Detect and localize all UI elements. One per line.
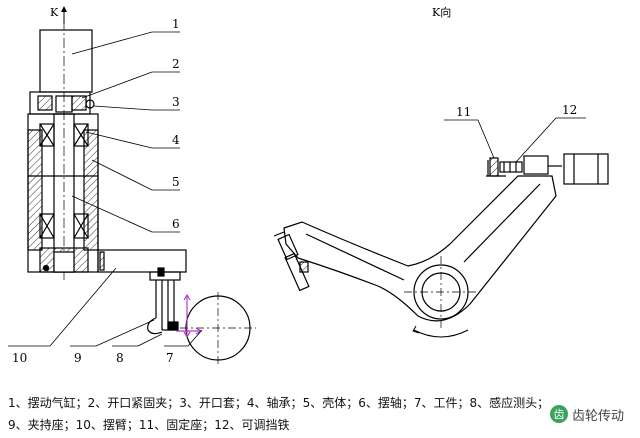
callout-4: 4 (172, 133, 180, 147)
k-view: K向 (273, 5, 609, 338)
legend-item-1: 1、摆动气缸； (8, 396, 88, 410)
adjustable-stop (499, 155, 562, 175)
legend-item-9: 9、夹持座； (8, 418, 76, 432)
watermark: 齿 齿轮传动 (549, 404, 624, 424)
watermark-logo-icon: 齿 (549, 405, 568, 423)
callout-10: 10 (12, 351, 27, 365)
k-view-probe (273, 231, 310, 292)
callout-labels: 1 2 3 4 5 6 10 9 8 7 11 12 (12, 17, 577, 365)
legend-item-5: 5、壳体； (302, 396, 359, 410)
leaders-right (444, 117, 586, 163)
bearing-lower (39, 213, 89, 239)
k-view-title: K向 (432, 5, 451, 19)
legend-item-10: 10、摆臂； (75, 418, 139, 432)
bearing-upper (39, 123, 89, 147)
legend-item-12: 12、可调挡铁 (214, 418, 290, 432)
legend-item-7: 7、工件； (413, 396, 470, 410)
callout-1: 1 (172, 17, 180, 31)
callout-6: 6 (172, 217, 180, 231)
callout-3: 3 (172, 95, 180, 109)
section-view: K (27, 6, 256, 364)
callout-8: 8 (116, 351, 124, 365)
legend-item-6: 6、摆轴； (358, 396, 414, 410)
workpiece (180, 292, 256, 364)
leaders-left (8, 31, 203, 347)
callout-12: 12 (562, 103, 577, 117)
legend-item-2: 2、开口紧固夹； (87, 396, 180, 410)
legend-item-3: 3、开口套； (179, 396, 247, 410)
callout-7: 7 (166, 351, 174, 365)
parts-legend: 1、摆动气缸；2、开口紧固夹；3、开口套；4、轴承；5、壳体；6、摆轴；7、工件… (8, 392, 588, 436)
legend-item-4: 4、轴承； (246, 396, 303, 410)
k-view-arm (283, 175, 557, 322)
watermark-text: 齿轮传动 (571, 408, 624, 424)
swing-cylinder (39, 29, 93, 93)
callout-11: 11 (456, 105, 471, 119)
callout-9: 9 (74, 351, 82, 365)
callout-5: 5 (172, 175, 180, 189)
probe-holder (147, 267, 181, 335)
legend-item-8: 8、感应测头； (469, 396, 550, 410)
swing-arm (97, 249, 187, 273)
fixed-seat (486, 157, 506, 177)
callout-2: 2 (172, 57, 180, 71)
legend-item-11: 11、固定座； (138, 418, 215, 432)
mechanical-drawing: K (8, 5, 609, 365)
k-arrow-label: K (50, 6, 59, 19)
k-view-cylinder (563, 153, 609, 185)
